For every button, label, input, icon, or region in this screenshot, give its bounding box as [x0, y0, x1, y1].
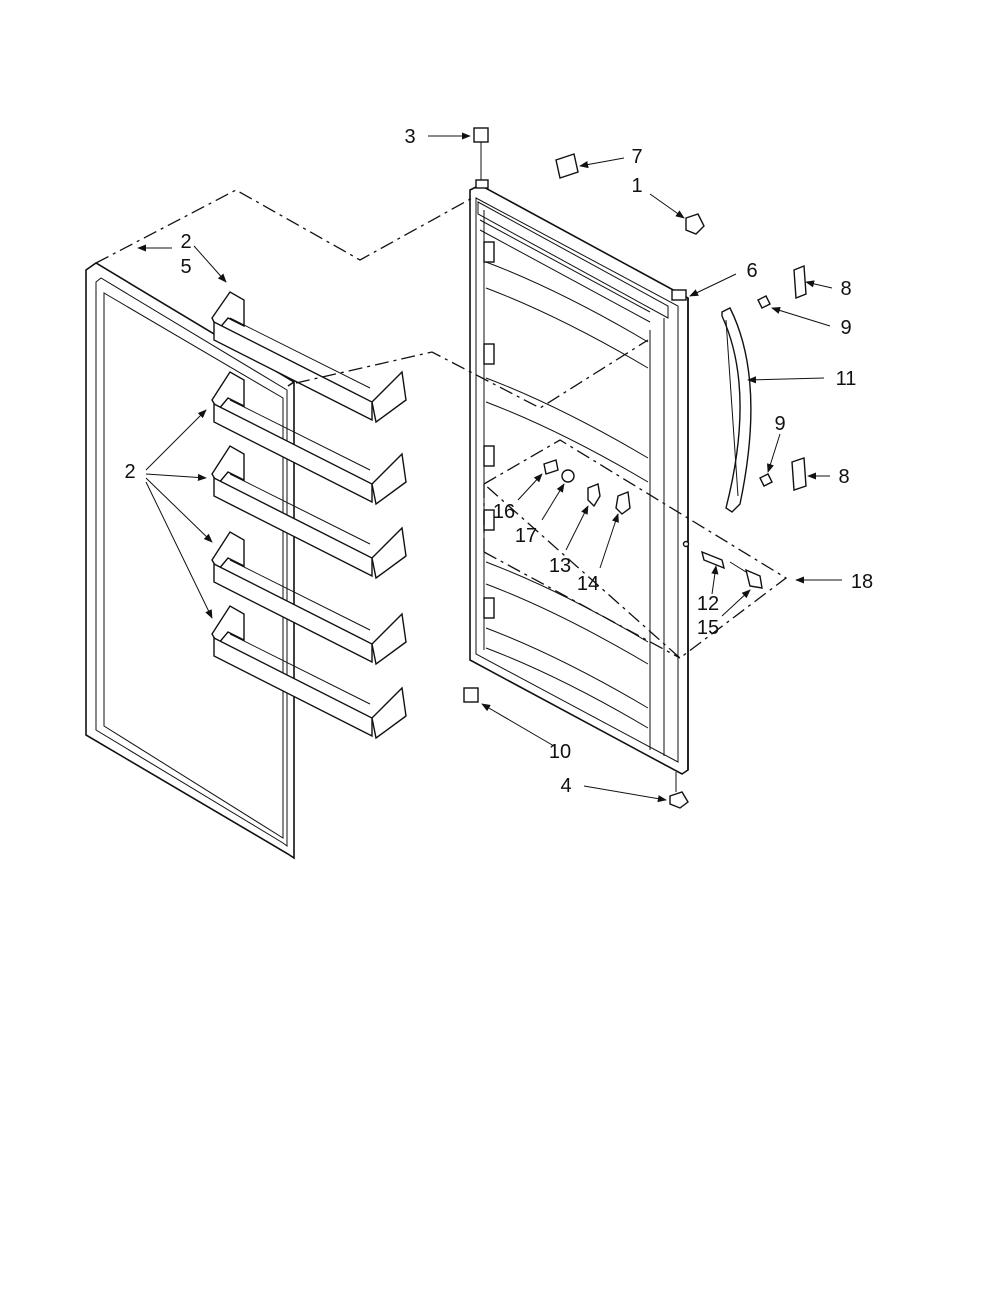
callout-9: 9: [840, 317, 851, 339]
lock-cylinder: [700, 550, 726, 570]
door-shelf: [211, 531, 407, 666]
callout-labels: 3 7 1 2 5 6 8 9 11 9 8 2 16 17 13 14 18 …: [124, 126, 873, 797]
top-hinge: [473, 127, 489, 143]
label-plate: [555, 153, 579, 179]
door-shelf: [211, 445, 407, 580]
callout-10: 10: [549, 741, 571, 763]
handle-trim-top: [793, 264, 807, 300]
door-shelf: [211, 291, 407, 424]
callout-1: 1: [631, 175, 642, 197]
callout-8: 8: [838, 466, 849, 488]
callout-4: 4: [560, 775, 571, 797]
callout-9: 9: [774, 413, 785, 435]
screw: [757, 295, 771, 309]
bottom-cap: [669, 791, 689, 809]
lock-washer: [561, 469, 575, 483]
callout-13: 13: [549, 555, 571, 577]
callout-15: 15: [697, 617, 719, 639]
lock-key: [744, 568, 763, 589]
callout-3: 3: [404, 126, 415, 148]
door-shelf: [211, 605, 407, 740]
door-shelf: [211, 371, 407, 506]
screw: [759, 473, 773, 487]
door-shelves: [211, 291, 407, 740]
leader-arrows: [137, 132, 842, 803]
door-assembly: [469, 184, 689, 775]
callout-12: 12: [697, 593, 719, 615]
callout-16: 16: [493, 501, 515, 523]
hardware-parts: [463, 127, 807, 809]
callout-6: 6: [746, 260, 757, 282]
callout-7: 7: [631, 146, 642, 168]
hinge-cap: [685, 213, 705, 235]
lock-cam: [587, 483, 601, 508]
alignment-lines: [95, 189, 788, 659]
callout-14: 14: [577, 573, 599, 595]
callout-18: 18: [851, 571, 873, 593]
callout-5: 5: [180, 256, 191, 278]
door-handle: [721, 307, 752, 513]
callout-17: 17: [515, 525, 537, 547]
callout-2: 2: [124, 461, 135, 483]
callout-2: 2: [180, 231, 191, 253]
handle-trim-bottom: [791, 457, 807, 491]
lock-retainer: [615, 491, 631, 515]
callout-11: 11: [836, 368, 857, 390]
callout-8: 8: [840, 278, 851, 300]
lock-spacer: [543, 459, 559, 475]
bottom-hinge: [463, 687, 479, 703]
